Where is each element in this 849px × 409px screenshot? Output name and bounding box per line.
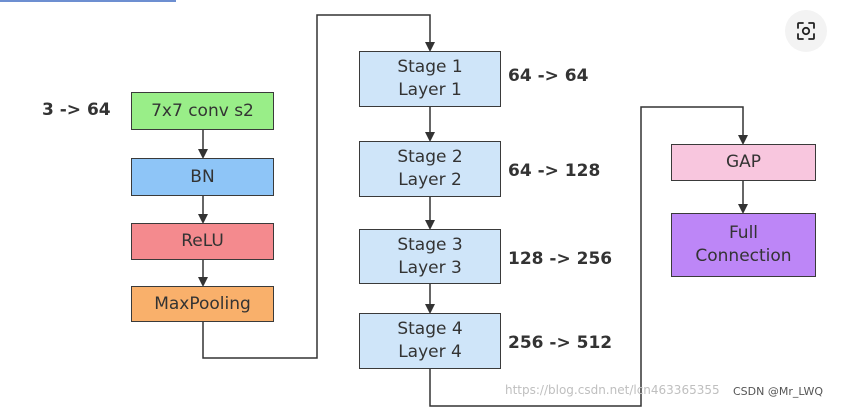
- stage2-title: Stage 2: [397, 147, 463, 167]
- maxpool-block-label: MaxPooling: [154, 293, 251, 314]
- relu-block-label: ReLU: [181, 231, 224, 251]
- top-accent-line: [0, 0, 176, 2]
- stage3-dims: 128 -> 256: [508, 249, 613, 269]
- gap-block-label: GAP: [725, 152, 762, 172]
- stage2-block: Stage 2 Layer 2: [359, 141, 501, 197]
- arrow-pool-stage1: [202, 14, 435, 359]
- bn-block: BN: [131, 158, 274, 196]
- stage4-dims: 256 -> 512: [508, 333, 613, 353]
- url-watermark: https://blog.csdn.net/lcn463365355: [505, 383, 720, 397]
- stage4-block: Stage 4 Layer 4: [359, 313, 501, 369]
- stage1-dims: 64 -> 64: [508, 66, 589, 86]
- csdn-credit: CSDN @Mr_LWQ: [731, 385, 826, 398]
- maxpool-block: MaxPooling: [131, 286, 274, 322]
- scan-icon: [797, 22, 815, 40]
- bn-block-label: BN: [190, 166, 215, 187]
- conv-block-label: 7x7 conv s2: [151, 100, 254, 121]
- stage1-block: Stage 1 Layer 1: [359, 51, 501, 107]
- stage3-layer: Layer 3: [398, 257, 462, 278]
- scan-button[interactable]: [785, 10, 827, 52]
- relu-block: ReLU: [131, 223, 274, 260]
- arrow-stage4-gap: [429, 106, 748, 407]
- stage3-title: Stage 3: [397, 234, 463, 255]
- stage1-layer: Layer 1: [398, 80, 462, 100]
- gap-block: GAP: [671, 144, 816, 181]
- input-dims-label: 3 -> 64: [42, 100, 111, 120]
- stage4-title: Stage 4: [397, 319, 463, 339]
- conv-block: 7x7 conv s2: [131, 92, 274, 130]
- stage4-layer: Layer 4: [398, 342, 462, 362]
- stage1-title: Stage 1: [397, 57, 463, 77]
- stage2-dims: 64 -> 128: [508, 161, 601, 181]
- stage2-layer: Layer 2: [398, 170, 462, 190]
- fc-line1: Full: [728, 223, 759, 243]
- fc-line2: Connection: [695, 246, 792, 266]
